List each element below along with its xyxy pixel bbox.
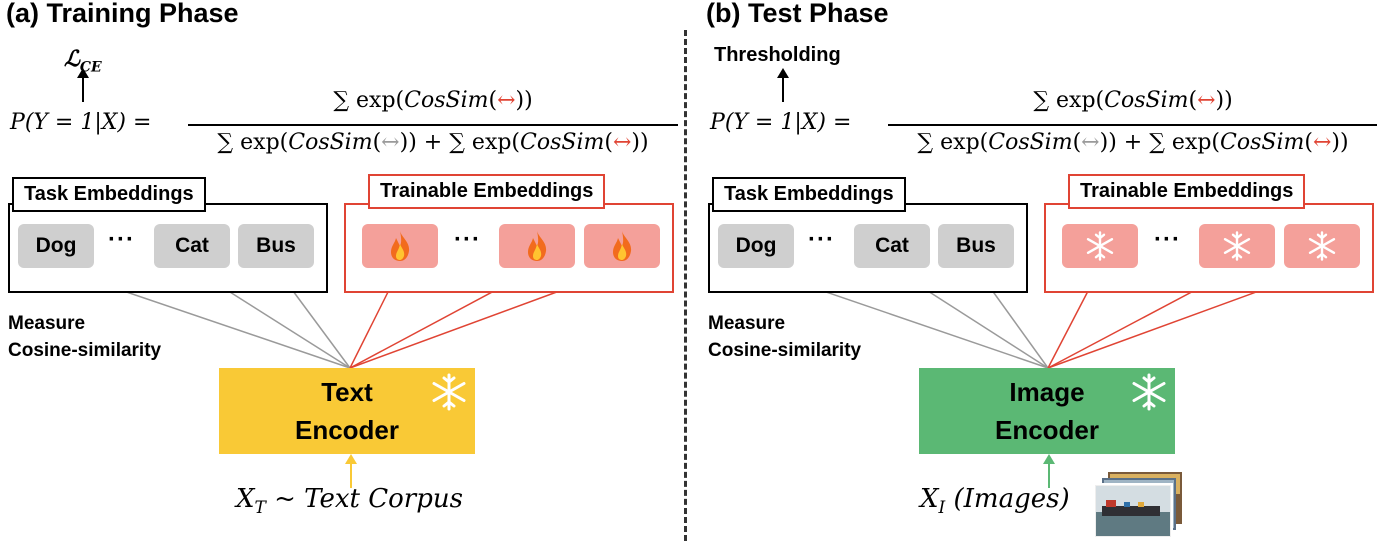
ellipsis: ··· [108,226,135,253]
trainable-chip [362,224,438,268]
trainable-chip [584,224,660,268]
snowflake-icon [1086,231,1114,261]
text-input-label: XT ~ Text Corpus [236,484,463,519]
training-phase-panel: (a) Training Phase ℒCE P(Y = 1|X) = ∑ ex… [0,0,680,541]
panel-title: (a) Training Phase [6,0,239,28]
fire-icon [391,231,410,261]
input-arrow-icon [1043,454,1055,488]
formula-numerator: ∑ exp(CosSim(↔)) [1033,88,1233,113]
image-stack-icon [1094,472,1182,538]
snowflake-icon [1308,231,1336,261]
frozen-chip [1284,224,1360,268]
task-chip-dog: Dog [18,224,94,268]
fraction-bar [888,124,1377,126]
probability-formula: P(Y = 1|X) = ∑ exp(CosSim(↔)) ∑ exp(CosS… [710,88,1377,160]
formula-numerator: ∑ exp(CosSim(↔)) [333,88,533,113]
test-phase-panel: (b) Test Phase Thresholding P(Y = 1|X) =… [700,0,1377,541]
snowflake-icon [432,373,466,411]
probability-formula: P(Y = 1|X) = ∑ exp(CosSim(↔)) ∑ exp(CosS… [10,88,680,160]
task-chip-dog: Dog [718,224,794,268]
formula-denominator: ∑ exp(CosSim(↔)) + ∑ exp(CosSim(↔)) [217,130,649,155]
trainable-embeddings-label: Trainable Embeddings [1068,174,1306,209]
snowflake-icon [1223,231,1251,261]
panel-divider [684,30,687,541]
fraction-bar [188,124,678,126]
snowflake-icon [1132,373,1166,411]
thresholding-label: Thresholding [714,44,841,66]
image-input-label: XI (Images) [920,484,1070,519]
task-embeddings-label: Task Embeddings [712,177,906,212]
formula-denominator: ∑ exp(CosSim(↔)) + ∑ exp(CosSim(↔)) [917,130,1349,155]
up-arrow-icon [77,68,89,102]
fire-icon [528,231,547,261]
panel-title: (b) Test Phase [706,0,889,28]
frozen-chip [1062,224,1138,268]
task-chip-bus: Bus [938,224,1014,268]
task-chip-cat: Cat [854,224,930,268]
task-chip-cat: Cat [154,224,230,268]
ellipsis: ··· [454,226,481,253]
fire-icon [613,231,632,261]
trainable-embeddings-label: Trainable Embeddings [368,174,606,209]
trainable-chip [499,224,575,268]
up-arrow-icon [777,68,789,102]
ellipsis: ··· [808,226,835,253]
task-embeddings-label: Task Embeddings [12,177,206,212]
frozen-chip [1199,224,1275,268]
ellipsis: ··· [1154,226,1181,253]
task-chip-bus: Bus [238,224,314,268]
input-arrow-icon [345,454,357,488]
